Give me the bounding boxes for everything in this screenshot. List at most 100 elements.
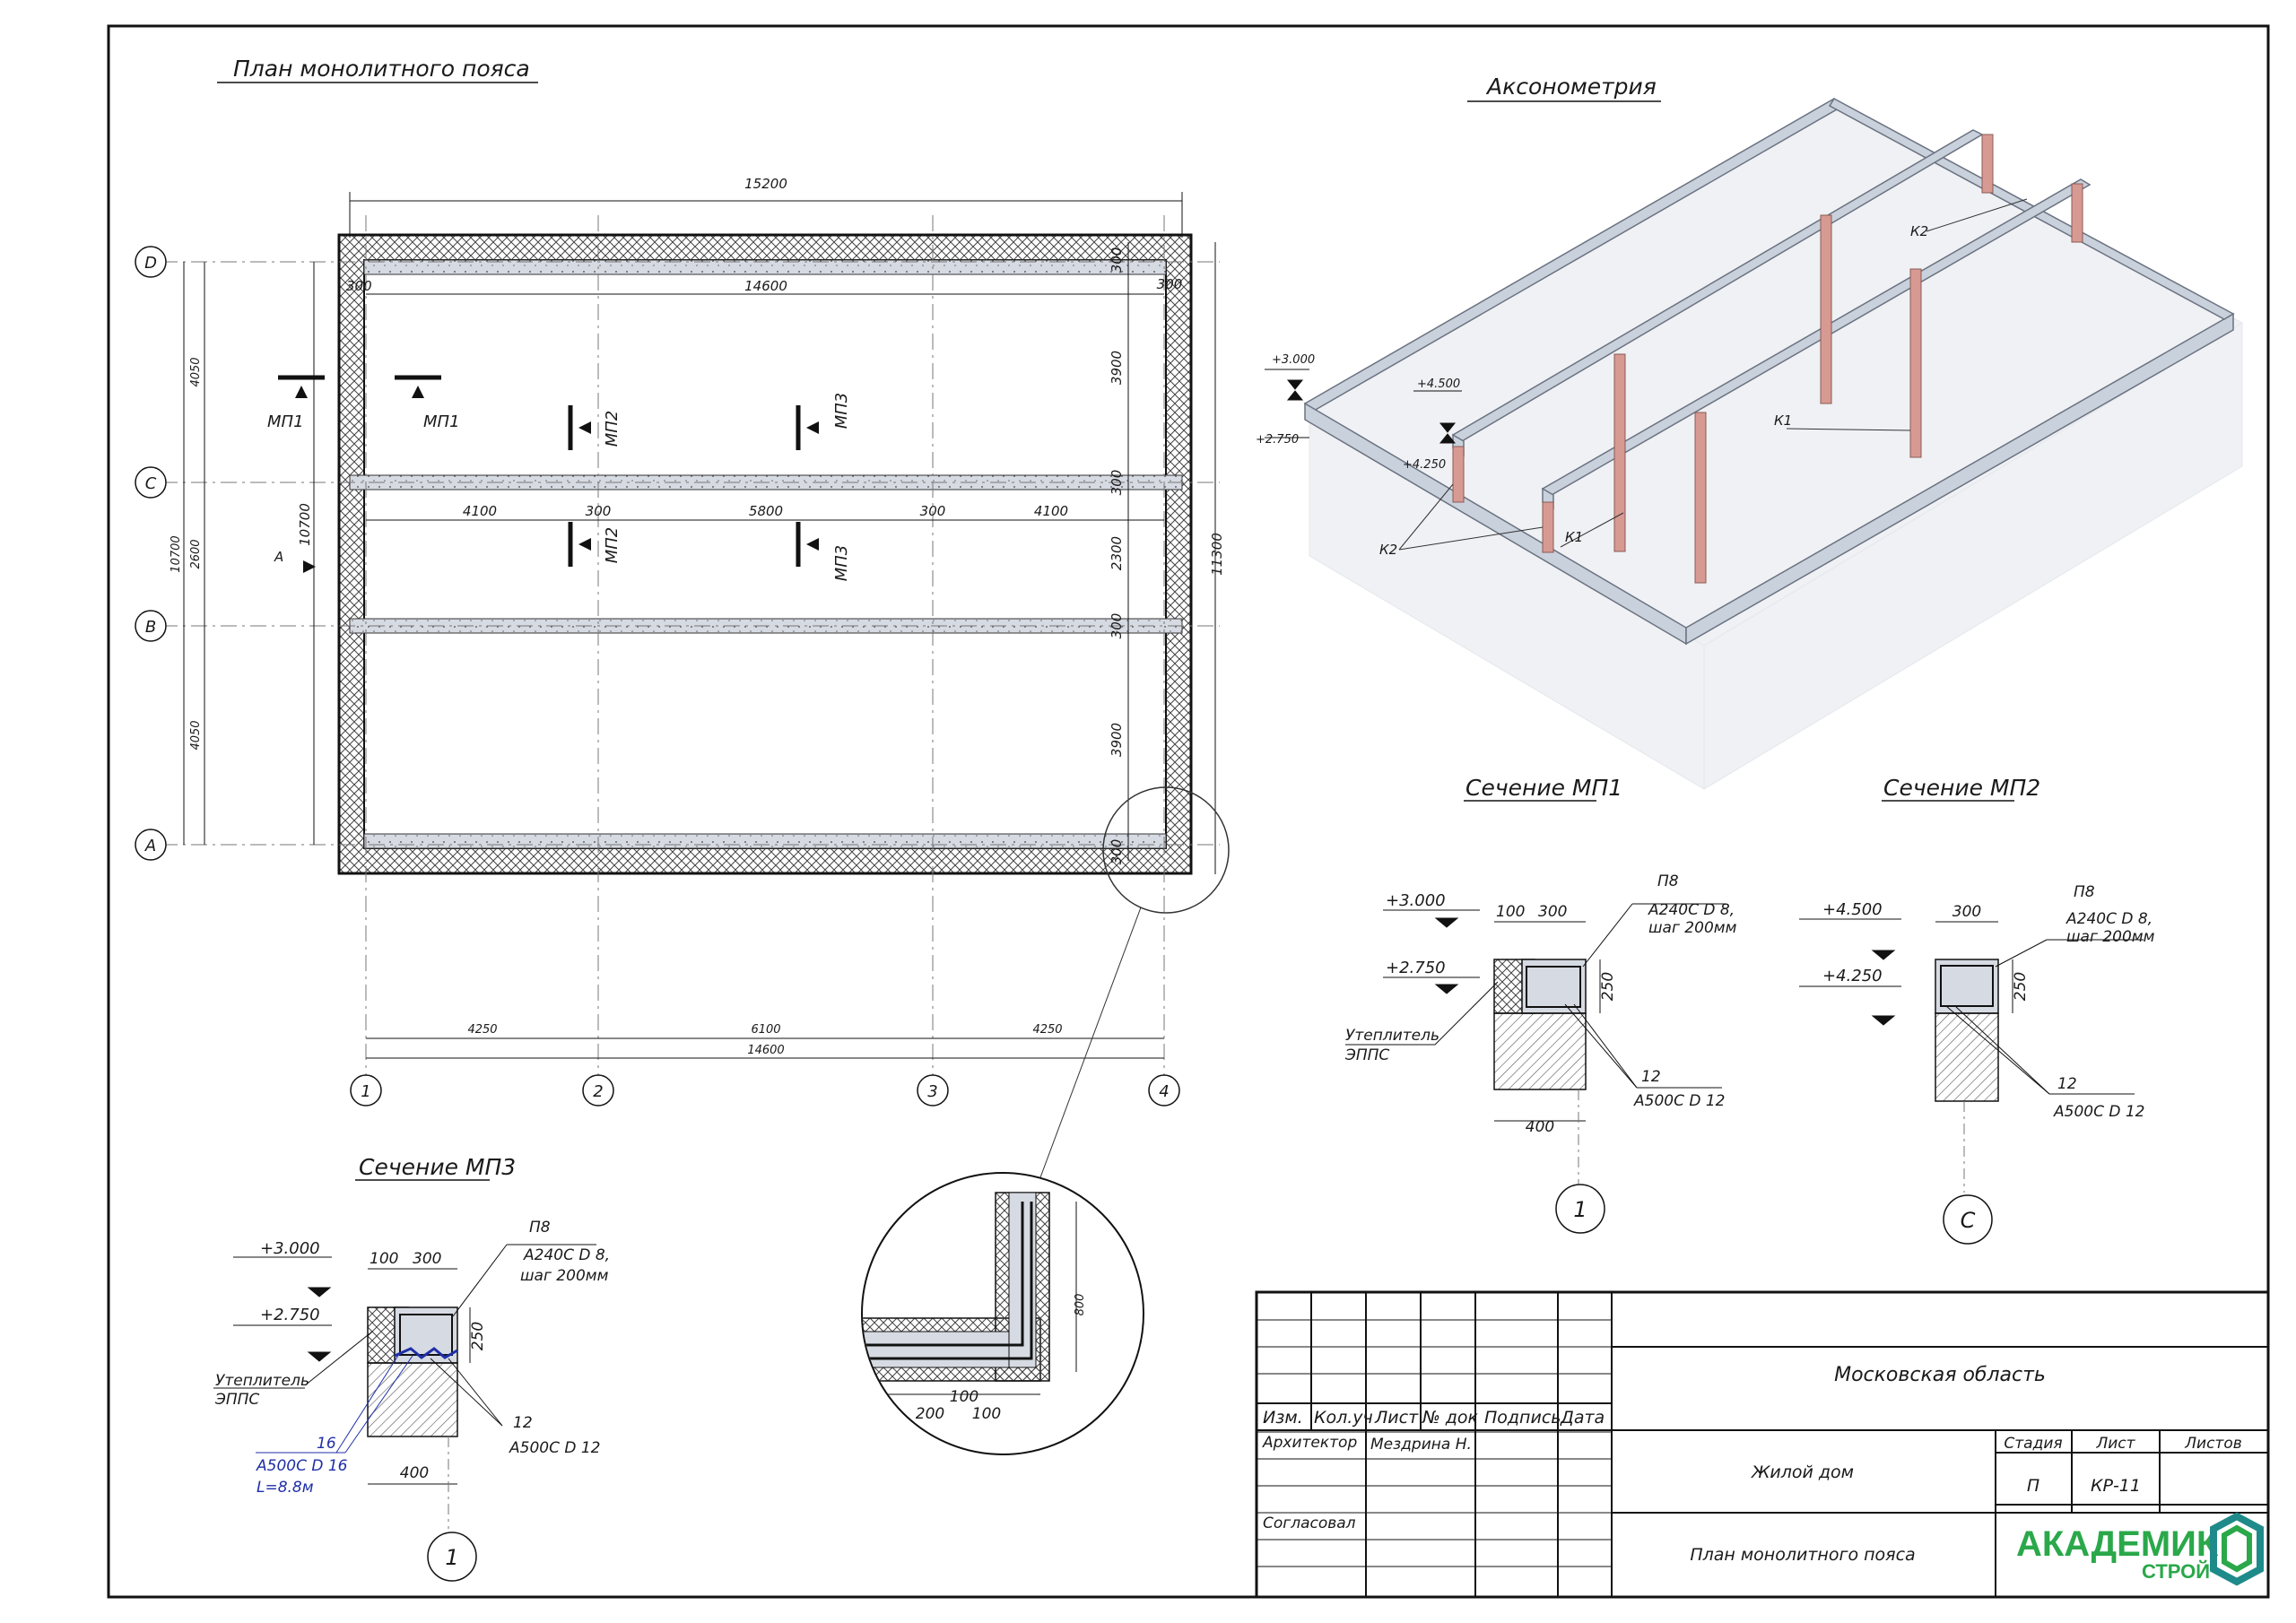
tb-object: Жилой дом [1751, 1462, 1854, 1482]
axis-label-d: D [144, 254, 157, 273]
mp3-insulation: Утеплитель [215, 1372, 309, 1390]
dim-r8: 300 [1109, 839, 1125, 865]
mp1-dim-250: 250 [1599, 972, 1617, 1001]
plan-view: План монолитного пояса 15200 14600 300 [135, 56, 1230, 1202]
mp3-dim-400: 400 [400, 1464, 429, 1482]
detail-callout [1102, 786, 1230, 914]
mp2-axis: С [1961, 1208, 1976, 1233]
dim-bottom-1: 4250 [467, 1023, 497, 1037]
mp3-rebar-top-step: шаг 200мм [520, 1267, 609, 1285]
dim-l1: 4050 [189, 357, 203, 386]
detail-dim-200: 200 [916, 1405, 944, 1423]
mp1-rebar-top-label: П8 [1657, 872, 1679, 890]
mp2-rebar-top-spec: А240С D 8, [2066, 910, 2152, 928]
tb-sheet-code: КР-11 [2091, 1476, 2141, 1496]
section-mark-mp1-b: МП1 [423, 412, 460, 431]
axonometry-title: Аксонометрия [1485, 74, 1657, 100]
tb-header-date: Дата [1560, 1408, 1605, 1428]
mp3-rebar-bottom-spec: А500С D 12 [509, 1439, 600, 1457]
mp3-rebar-top-label: П8 [529, 1219, 551, 1237]
axis-bubble-a [135, 829, 167, 861]
mp2-level-top: +4.500 [1822, 900, 1883, 919]
dim-l3: 4050 [189, 720, 203, 750]
logo-main-text: АКАДЕМИК [2016, 1524, 2219, 1564]
axis-bubble-1 [350, 1074, 382, 1107]
axis-label-4: 4 [1159, 1082, 1169, 1101]
title-block [1255, 1290, 2270, 1599]
axo-level-1: +3.000 [1272, 353, 1315, 367]
mp2-rebar-bottom-num: 12 [2057, 1075, 2077, 1093]
section-mark-mp3-a: МП3 [832, 393, 851, 430]
dim-mid-4: 300 [920, 503, 946, 519]
tb-header-kolvo: Кол.уч [1314, 1408, 1373, 1428]
mp1-axis-bubble [1555, 1184, 1605, 1234]
dim-bottom-3: 4250 [1032, 1023, 1062, 1037]
section-mp3-title: Сечение МП3 [359, 1154, 516, 1180]
tb-sheet-title: План монолитного пояса [1690, 1545, 1915, 1565]
mp1-rebar-bottom-num: 12 [1641, 1068, 1661, 1086]
axis-label-3: 3 [927, 1082, 937, 1101]
mp3-extra-num: 16 [317, 1435, 336, 1453]
axo-level-2: +2.750 [1256, 433, 1299, 447]
title-block-text: Изм. Кол.уч Лист № док Подпись Дата Архи… [1262, 1364, 2264, 1586]
mp3-dim-250: 250 [469, 1322, 487, 1350]
mp3-axis-bubble [427, 1532, 477, 1582]
axis-bubble-3 [917, 1074, 949, 1107]
dim-l2: 2600 [189, 539, 203, 568]
axo-label-k2-top: К2 [1910, 223, 1928, 239]
corner-detail: 800 200 100 100 [861, 1172, 1144, 1455]
logo: АКАДЕМИК СТРОЙ [2016, 1512, 2264, 1586]
axo-level-4: +4.250 [1403, 458, 1446, 472]
section-mark-mp2-a: МП2 [603, 411, 622, 447]
tb-header-doc: № док [1422, 1408, 1479, 1428]
axo-label-k1-right: К1 [1774, 412, 1792, 429]
mp1-insulation2: ЭППС [1344, 1046, 1389, 1064]
mp3-insulation2: ЭППС [214, 1391, 259, 1409]
section-mark-mp1-a: МП1 [267, 412, 304, 431]
dim-mid-5: 4100 [1034, 503, 1068, 519]
mp2-rebar-bottom-spec: А500С D 12 [2053, 1103, 2144, 1121]
section-mp2-title: Сечение МП2 [1883, 775, 2040, 801]
mp3-dim-100: 100 [370, 1250, 398, 1268]
axo-label-k1-left: К1 [1565, 529, 1583, 545]
axis-bubble-b [135, 610, 167, 642]
tb-stage: П [2027, 1476, 2039, 1496]
dim-left-inner: 10700 [297, 503, 313, 546]
mp3-extra-len: L=8.8м [257, 1479, 314, 1497]
mp1-beam [1521, 959, 1587, 1014]
plan-title: План монолитного пояса [233, 56, 530, 82]
dim-inner-width: 14600 [744, 278, 787, 294]
mp1-rebar-bottom-spec: А500С D 12 [1633, 1092, 1725, 1110]
axo-level-3: +4.500 [1417, 378, 1460, 391]
mp1-insulation: Утеплитель [1345, 1027, 1439, 1045]
dim-r1: 300 [1109, 247, 1125, 273]
axis-label-b: B [145, 618, 156, 637]
mp3-extra-spec: А500С D 16 [256, 1457, 348, 1475]
dim-r6: 300 [1109, 613, 1125, 639]
dim-left-total: 10700 [170, 535, 183, 572]
dim-r7: 3900 [1109, 723, 1125, 757]
mp1-axis: 1 [1573, 1197, 1587, 1222]
axis-label-1: 1 [361, 1082, 370, 1101]
dim-bottom-total: 14600 [747, 1044, 784, 1057]
tb-sheets-label: Листов [2184, 1435, 2242, 1453]
section-mark-mp2-b: МП2 [603, 527, 622, 564]
mp3-level-top: +3.000 [260, 1239, 320, 1258]
mp3-rebar-bottom-num: 12 [513, 1414, 533, 1432]
mp1-dim-400: 400 [1526, 1118, 1554, 1136]
axis-bubble-4 [1148, 1074, 1180, 1107]
axis-label-c: C [145, 474, 157, 493]
mp2-rebar-top-step: шаг 200мм [2066, 928, 2155, 946]
section-mp3: Сечение МП3 +3.000 +2.750 100 300 250 40… [213, 1154, 610, 1582]
tb-role-approved: Согласовал [1263, 1515, 1356, 1532]
dim-top-left: 300 [346, 278, 372, 294]
mp1-rebar-top-spec: А240С D 8, [1648, 901, 1735, 919]
section-mp1: Сечение МП1 +3.000 +2.750 100 300 250 40… [1344, 775, 1737, 1234]
axo-label-k2-left: К2 [1379, 542, 1397, 558]
axis-label-a: A [144, 837, 156, 855]
mp2-axis-bubble [1943, 1194, 1993, 1245]
detail-dim-100b: 100 [972, 1405, 1001, 1423]
axis-bubble-2 [582, 1074, 614, 1107]
logo-sub-text: СТРОЙ [2142, 1560, 2210, 1583]
